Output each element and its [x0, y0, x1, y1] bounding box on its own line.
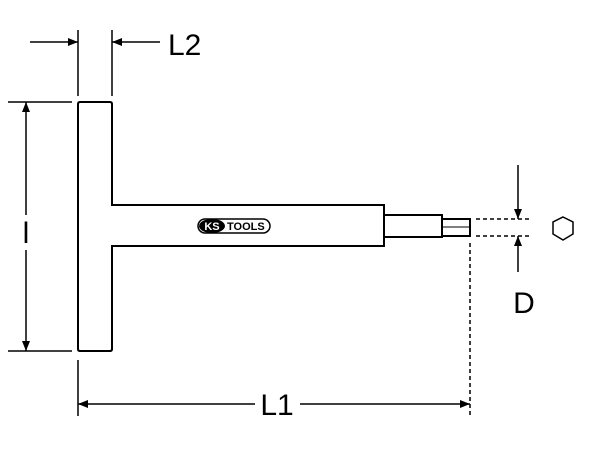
l1-label: L1 — [260, 389, 293, 422]
height-label: l — [23, 217, 30, 250]
dimension-l1 — [77, 243, 471, 416]
logo-ks-text: KS — [204, 221, 219, 233]
shaft-ferrule — [383, 214, 443, 238]
dimension-d — [476, 165, 532, 272]
tool-outline — [77, 101, 471, 352]
d-label: D — [513, 287, 535, 320]
hexagon-icon — [552, 216, 574, 241]
l2-label: L2 — [168, 29, 201, 62]
t-handle — [77, 101, 385, 352]
ks-tools-logo: KS TOOLS — [197, 218, 271, 234]
logo-tools-text: TOOLS — [227, 221, 265, 233]
dimension-height — [8, 101, 72, 352]
dimension-l2 — [30, 30, 160, 96]
